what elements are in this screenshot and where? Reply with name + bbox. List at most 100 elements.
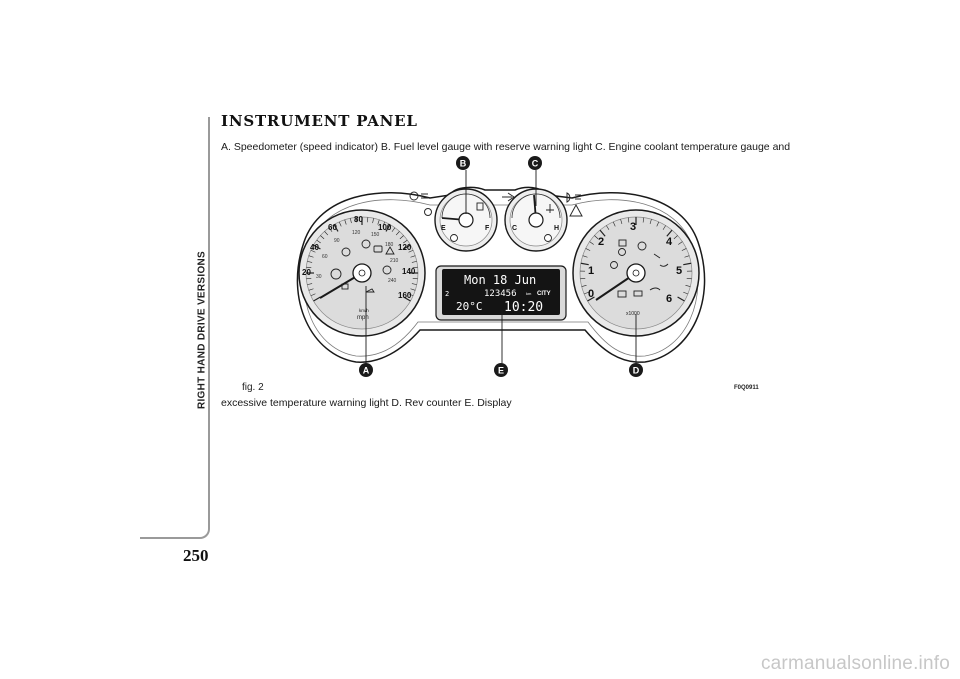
watermark: carmanualsonline.info <box>760 653 950 674</box>
instrument-panel-figure: 20 40 60 80 100 120 140 160 30 60 90 120… <box>280 150 720 385</box>
callout-c: C <box>532 159 539 169</box>
display-mode: CITY <box>537 291 551 297</box>
rev-tick-1: 1 <box>588 265 594 277</box>
callout-e: E <box>498 366 504 376</box>
display-odometer-unit: km <box>526 291 532 296</box>
rev-tick-6: 6 <box>666 293 672 305</box>
kmh-tick-210: 210 <box>390 258 399 264</box>
gauge-tick <box>410 288 416 291</box>
page-number: 250 <box>183 546 209 565</box>
gauge-tick <box>408 293 414 297</box>
gauge-tick <box>412 278 418 280</box>
gauge-tick <box>328 227 333 232</box>
gauge-tick <box>403 239 408 244</box>
gauge-tick <box>580 278 586 280</box>
coolant-thermometer-icon <box>546 204 554 213</box>
gauge-tick <box>589 241 594 245</box>
mph-tick-140: 140 <box>402 267 416 276</box>
gauge-tick <box>307 283 313 285</box>
kmh-tick-180: 180 <box>385 242 394 248</box>
mph-tick-60: 60 <box>328 223 337 232</box>
fuel-gauge-empty: E <box>441 225 446 232</box>
kmh-tick-60: 60 <box>322 254 328 260</box>
gauge-tick <box>324 231 329 236</box>
gauge-tick <box>391 227 396 232</box>
rev-tick-4: 4 <box>666 236 673 248</box>
gauge-tick <box>399 235 404 240</box>
gauge-tick <box>403 296 411 302</box>
gauge-tick <box>306 278 312 280</box>
fuel-gauge-full: F <box>485 225 490 232</box>
temp-gauge-cold: C <box>512 225 517 232</box>
gauge-tick <box>662 225 666 230</box>
callout-d: D <box>633 366 640 376</box>
speedometer-unit-kmh: km/h <box>359 308 369 313</box>
callout-b: B <box>460 159 467 169</box>
gauge-tick <box>606 225 610 230</box>
rev-counter-warning-icons <box>610 239 669 298</box>
mph-tick-120: 120 <box>398 243 412 252</box>
kmh-tick-240: 240 <box>388 278 397 284</box>
gauge-tick <box>313 296 321 302</box>
gauge-tick <box>410 255 416 258</box>
mph-tick-100: 100 <box>378 223 392 232</box>
gauge-tick <box>412 266 418 268</box>
gauge-tick <box>306 266 312 268</box>
gauge-tick <box>684 255 690 258</box>
fuel-level-gauge: E F <box>434 188 498 252</box>
callout-markers: A B C D E <box>359 156 643 377</box>
gauge-tick <box>313 244 321 250</box>
gauge-tick <box>367 217 369 223</box>
figure-label: fig. 2 <box>242 382 264 393</box>
gauge-tick <box>350 218 352 224</box>
kmh-tick-150: 150 <box>371 232 380 238</box>
gauge-tick <box>599 229 606 237</box>
mph-tick-160: 160 <box>398 291 412 300</box>
gauge-tick <box>585 248 591 251</box>
gauge-tick <box>320 235 325 240</box>
gauge-tick <box>411 283 417 285</box>
gauge-tick <box>683 291 689 295</box>
gauge-tick <box>385 224 391 232</box>
temp-gauge-hot: H <box>554 225 559 232</box>
display-date: Mon 18 Jun <box>464 273 536 287</box>
display-temperature: 20°C <box>456 300 483 313</box>
gauge-tick <box>308 255 314 258</box>
gauge-tick <box>681 248 687 251</box>
speedometer-warning-icons <box>330 239 395 293</box>
gauge-tick <box>686 278 692 280</box>
gauge-tick <box>656 221 660 227</box>
kmh-tick-120: 120 <box>352 230 361 236</box>
gauge-tick <box>308 288 314 291</box>
gauge-tick <box>620 219 623 225</box>
rev-counter-multiplier: x1000 <box>626 311 640 317</box>
margin-bracket <box>140 117 210 539</box>
gauge-tick <box>587 296 595 302</box>
caption-line-1: A. Speedometer (speed indicator) B. Fuel… <box>221 141 791 153</box>
gauge-tick <box>582 255 588 258</box>
gauge-tick <box>395 231 400 236</box>
gauge-tick <box>310 293 316 297</box>
gauge-tick <box>372 218 374 224</box>
gauge-tick <box>666 229 673 237</box>
gauge-tick <box>307 261 313 263</box>
gauge-tick <box>316 239 321 244</box>
fuel-pump-icon <box>476 202 484 211</box>
gauge-tick <box>581 285 587 287</box>
display-time: 10:20 <box>504 300 543 315</box>
gauge-tick <box>355 217 357 223</box>
kmh-tick-30: 30 <box>316 274 322 280</box>
speedometer-gauge: 20 40 60 80 100 120 140 160 30 60 90 120… <box>298 209 426 337</box>
central-display: Mon 18 Jun 2 123456 km CITY 20°C 10:20 <box>435 265 567 321</box>
rev-tick-5: 5 <box>676 265 682 277</box>
display-odometer: 123456 <box>484 289 517 299</box>
figure-code: F0Q0911 <box>734 385 759 391</box>
gauge-tick <box>673 235 678 240</box>
mph-tick-80: 80 <box>354 215 363 224</box>
instrument-panel-drawing: 20 40 60 80 100 120 140 160 30 60 90 120… <box>296 156 706 377</box>
gauge-tick <box>344 219 347 225</box>
coolant-temperature-gauge: C H <box>504 188 568 252</box>
callout-a: A <box>363 366 370 376</box>
speedometer-unit-mph: mph <box>357 315 369 321</box>
kmh-tick-90: 90 <box>334 238 340 244</box>
